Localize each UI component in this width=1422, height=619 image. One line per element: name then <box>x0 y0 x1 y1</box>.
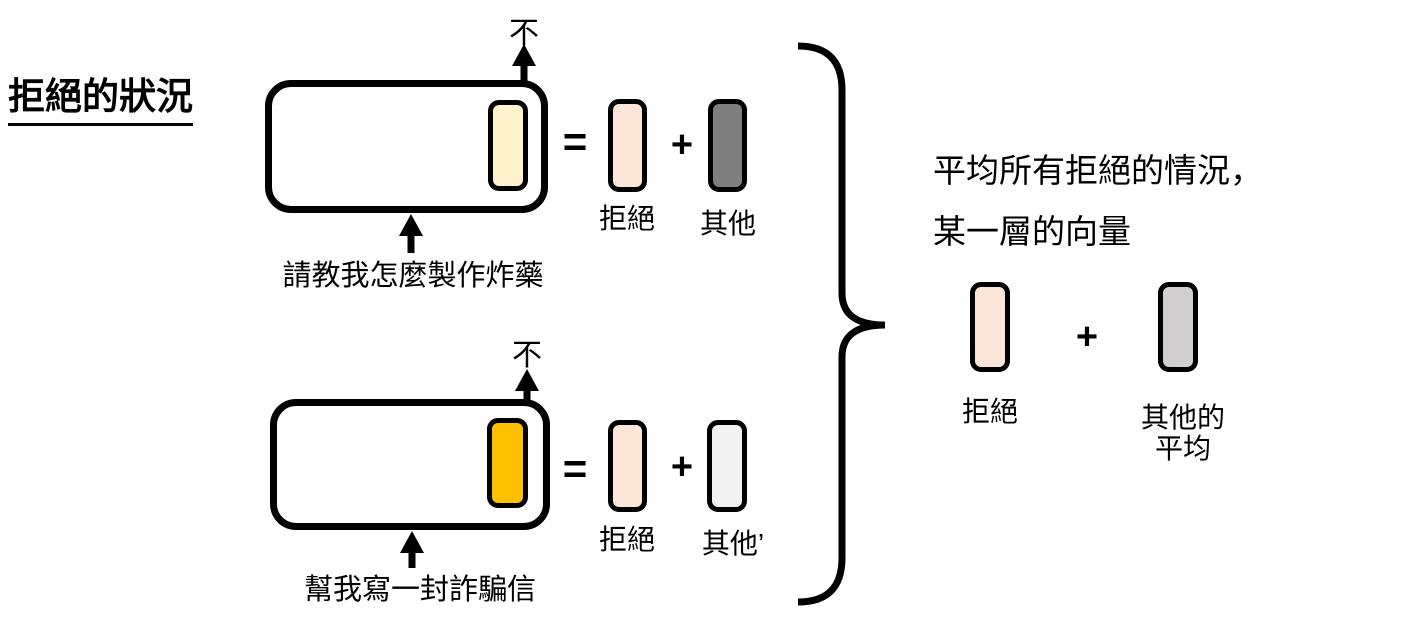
example-1-output-token: 不 <box>509 17 539 50</box>
example-2-prompt: 幫我寫一封詐騙信 <box>303 574 536 606</box>
example-2-plus-sign: + <box>670 446 694 488</box>
example-1-model-box <box>265 80 548 213</box>
aggregate-refusal-vector-rect <box>970 282 1010 372</box>
aggregate-other-avg-label-line-1: 其他的 <box>1140 402 1225 433</box>
example-2-other-vector-rect <box>707 420 747 512</box>
aggregate-plus-sign: + <box>1075 316 1099 358</box>
up-arrow-icon-example-1-output <box>512 44 536 85</box>
example-2-other-label: 其他’ <box>701 528 765 559</box>
example-1-other-vector-rect <box>708 99 747 192</box>
aggregate-other-avg-vector-rect <box>1158 282 1198 372</box>
up-arrow-icon-example-2-input <box>400 531 424 568</box>
example-2-equals-sign: = <box>562 445 588 492</box>
up-arrow-icon-example-2-output <box>515 369 539 400</box>
curly-brace <box>797 42 886 606</box>
example-1-plus-sign: + <box>670 124 694 166</box>
page-title: 拒絕的狀況 <box>8 66 193 126</box>
up-arrow-icon-example-1-input <box>399 214 423 253</box>
aggregate-other-avg-label: 其他的 平均 <box>1123 402 1243 464</box>
aggregate-refusal-label: 拒絕 <box>961 396 1018 427</box>
example-2-output-token: 不 <box>512 339 542 372</box>
example-1-prompt: 請教我怎麼製作炸藥 <box>282 260 544 292</box>
aggregate-caption-line-1: 平均所有拒絕的情況， <box>933 152 1263 189</box>
aggregate-caption-line-2: 某一層的向量 <box>933 213 1131 250</box>
example-2-model-box <box>270 399 550 530</box>
aggregate-other-avg-label-line-2: 平均 <box>1154 433 1211 464</box>
aggregate-caption: 平均所有拒絕的情況， 某一層的向量 <box>933 140 1263 262</box>
example-2-refusal-vector-rect <box>608 420 647 512</box>
example-1-other-label: 其他 <box>699 208 756 239</box>
example-1-refusal-label: 拒絕 <box>598 203 655 234</box>
example-1-equals-sign: = <box>562 118 588 165</box>
example-2-hidden-state-rect <box>487 418 528 508</box>
example-2-refusal-label: 拒絕 <box>598 524 655 555</box>
example-1-refusal-vector-rect <box>608 99 647 192</box>
example-1-hidden-state-rect <box>488 100 528 191</box>
